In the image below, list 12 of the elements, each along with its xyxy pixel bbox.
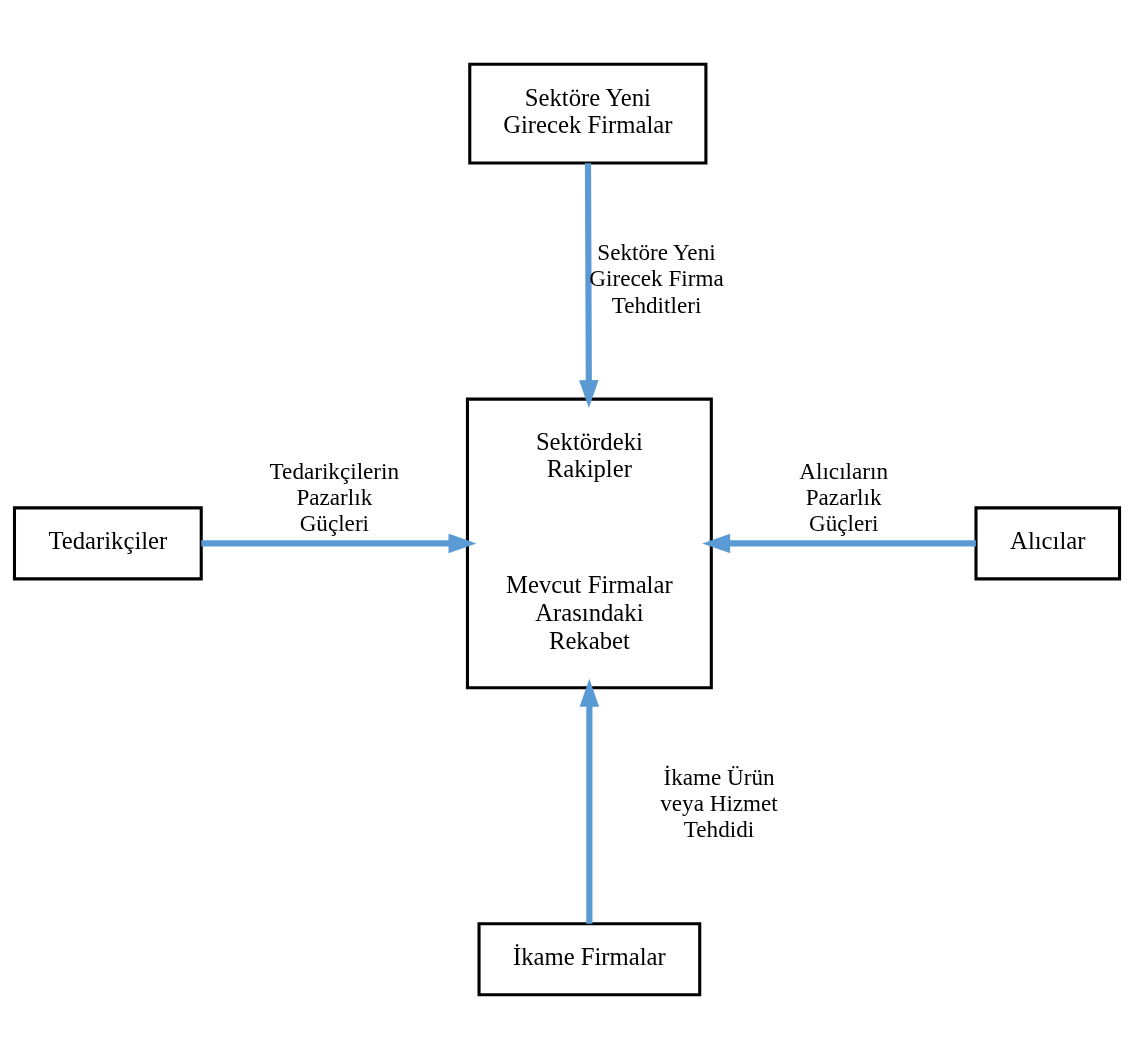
- arrow: [579, 163, 599, 408]
- node-box: Sektördeki Rakipler Mevcut Firmalar Arasındaki Rekabet: [465, 397, 713, 690]
- node-box: İkame Firmalar: [477, 922, 702, 997]
- edge-label: İkame Ürün veya Hizmet Tehdidi: [660, 763, 778, 843]
- node-box: Tedarikçiler: [12, 506, 203, 581]
- arrow: [579, 678, 600, 924]
- arrow: [702, 533, 976, 554]
- node-box: Sektöre Yeni Girecek Firmalar: [468, 62, 708, 165]
- edge-label: Alıcıların Pazarlık Güçleri: [799, 457, 888, 537]
- node-box: Alıcılar: [974, 506, 1122, 581]
- edge-label: Tedarikçilerin Pazarlık Güçleri: [269, 457, 400, 537]
- arrow: [201, 533, 477, 554]
